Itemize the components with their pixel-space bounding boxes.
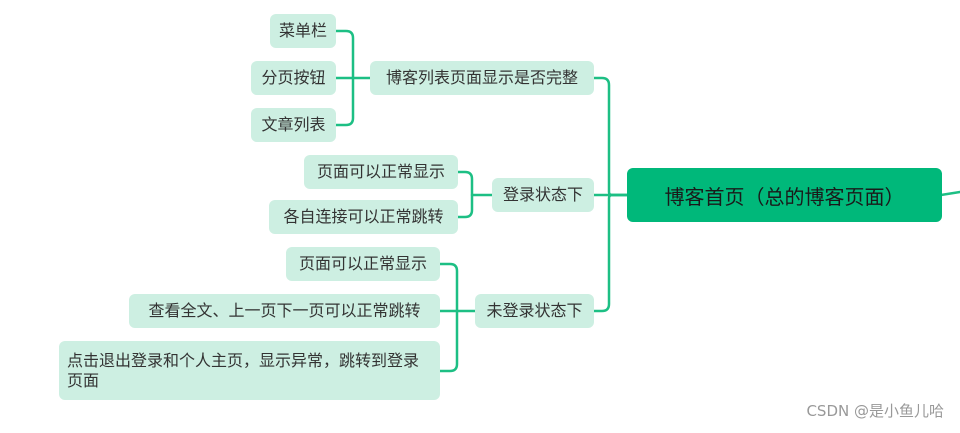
watermark-text: CSDN @是小鱼儿哈 <box>806 402 944 420</box>
connector-root-branch3 <box>592 193 629 313</box>
branch-node-logged-out[interactable]: 未登录状态下 <box>475 294 594 328</box>
leaf-node-full-text-paging[interactable]: 查看全文、上一页下一页可以正常跳转 <box>129 294 440 328</box>
leaf-node-links-jump[interactable]: 各自连接可以正常跳转 <box>269 200 458 234</box>
branch-node-logged-in[interactable]: 登录状态下 <box>492 178 594 212</box>
leaf-node-page-display-logged-in[interactable]: 页面可以正常显示 <box>304 155 458 189</box>
connector-root-branch1 <box>592 76 629 197</box>
leaf-node-menu-bar[interactable]: 菜单栏 <box>270 14 336 48</box>
leaf-node-pagination[interactable]: 分页按钮 <box>251 61 336 95</box>
leaf-node-page-display-logged-out[interactable]: 页面可以正常显示 <box>286 247 440 281</box>
branch-node-blog-list[interactable]: 博客列表页面显示是否完整 <box>370 61 594 95</box>
connector-root-right <box>939 190 960 197</box>
connector-b2-c1 <box>456 170 474 219</box>
leaf-node-article-list[interactable]: 文章列表 <box>251 108 336 142</box>
leaf-node-logout-profile[interactable]: 点击退出登录和个人主页，显示异常，跳转到登录页面 <box>59 341 440 400</box>
root-node[interactable]: 博客首页（总的博客页面） <box>627 168 942 222</box>
connector-b3-c1 <box>438 262 459 373</box>
